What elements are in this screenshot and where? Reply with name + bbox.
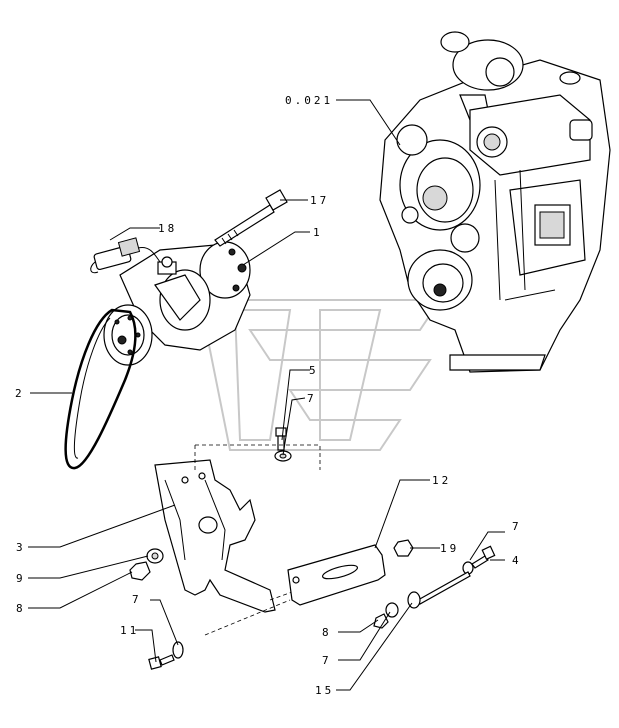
bracket-plate xyxy=(287,544,386,606)
drive-belt xyxy=(64,308,137,470)
callout-compressor: 1 xyxy=(313,226,323,239)
callout-washer-7-bottom: 7 xyxy=(322,654,332,667)
callout-connector: 18 xyxy=(158,222,177,235)
callout-washer-9: 9 xyxy=(16,572,26,585)
callout-nut-8-bottom: 8 xyxy=(322,626,332,639)
callout-nut-19: 19 xyxy=(440,542,459,555)
callout-washer-7-right: 7 xyxy=(512,520,522,533)
watermark-logo xyxy=(198,299,442,451)
callout-nut-8-left: 8 xyxy=(16,602,26,615)
leader-lines xyxy=(28,99,505,691)
callout-bracket-plate: 12 xyxy=(432,474,451,487)
callout-washer-7-left: 7 xyxy=(132,593,142,606)
bolt-11 xyxy=(148,641,184,670)
engine-assembly xyxy=(379,31,611,373)
callout-belt: 2 xyxy=(15,387,25,400)
alignment-line xyxy=(194,444,321,470)
drive-belt-inner xyxy=(73,317,111,459)
bolt-15 xyxy=(373,571,471,629)
bolt-5 xyxy=(274,427,292,462)
bolt-4 xyxy=(462,545,496,575)
callout-washer-7-top: 7 xyxy=(307,392,317,405)
nut-19 xyxy=(393,539,414,557)
callout-bolt-15: 15 xyxy=(315,684,334,697)
alignment-line-2 xyxy=(204,599,291,636)
washer-nut-left xyxy=(129,548,164,581)
callout-bolt-4: 4 xyxy=(512,554,522,567)
electrical-connector xyxy=(90,237,161,274)
callout-bracket: 3 xyxy=(16,541,26,554)
callout-bolt-11: 11 xyxy=(120,624,139,637)
bolt-long xyxy=(214,189,288,247)
callout-bolt-long: 17 xyxy=(310,194,329,207)
callout-bolt-5: 5 xyxy=(309,364,319,377)
callout-labels: 0.021 17 18 1 2 5 7 12 3 9 8 7 11 19 7 4… xyxy=(15,94,522,697)
callout-engine: 0.021 xyxy=(285,94,333,107)
mounting-bracket xyxy=(154,459,276,613)
